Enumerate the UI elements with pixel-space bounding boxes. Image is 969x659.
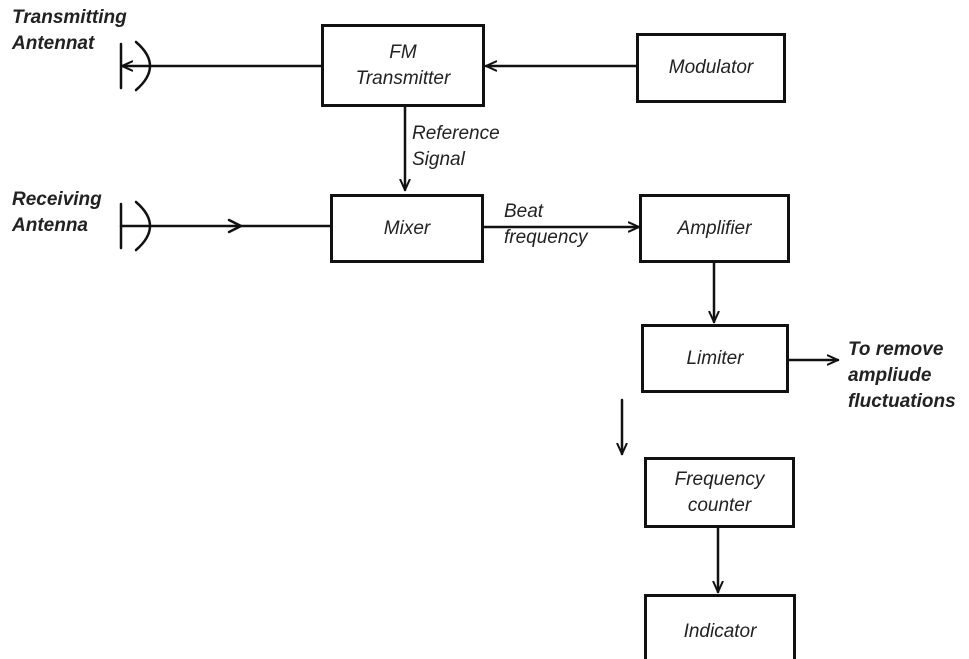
transmitting-antenna-label: Transmitting Antennat: [12, 7, 127, 54]
modulator-block: Modulator: [636, 33, 786, 103]
fm-transmitter-block: FM Transmitter: [321, 24, 485, 107]
indicator-block: Indicator: [644, 594, 796, 659]
limiter-block: Limiter: [641, 324, 789, 393]
limiter-note-label: To remove ampliude fluctuations: [848, 339, 956, 412]
frequency-counter-block: Frequency counter: [644, 457, 795, 528]
beat-frequency-label: Beat frequency: [504, 201, 588, 248]
arrow-receiving-antenna-head: [227, 218, 244, 234]
amplifier-block: Amplifier: [639, 194, 790, 263]
mixer-block: Mixer: [330, 194, 484, 263]
reference-signal-label: Reference Signal: [412, 123, 500, 170]
receiving-antenna-label: Receiving Antenna: [12, 189, 102, 236]
